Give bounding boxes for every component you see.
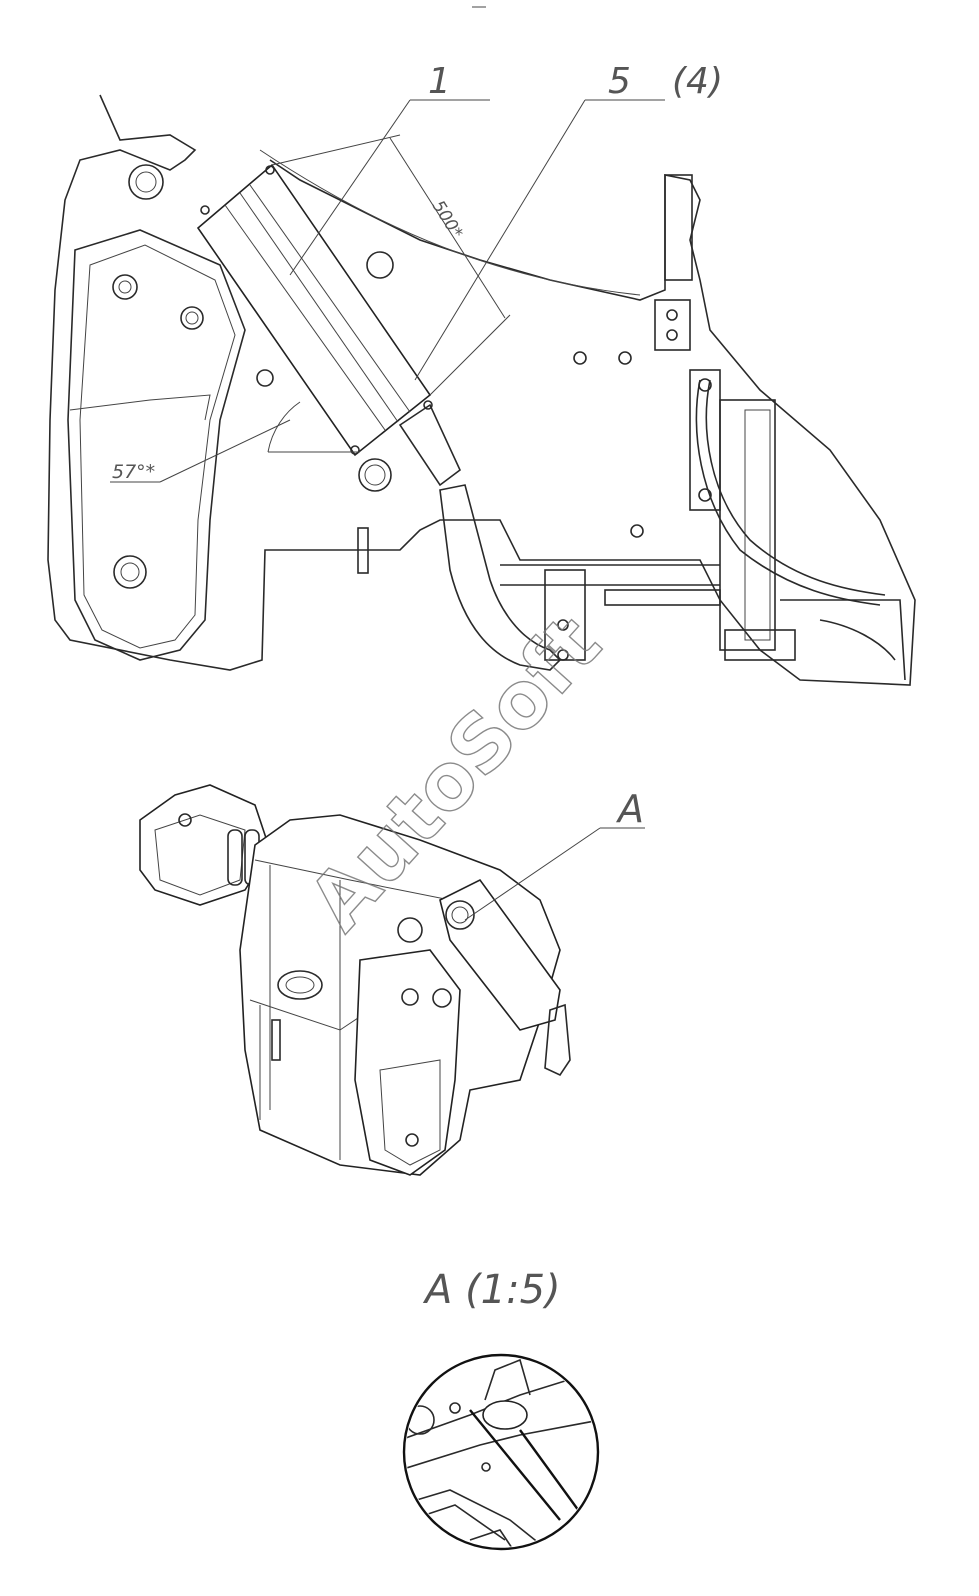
detail-a-title: A (1:5) <box>422 1267 561 1313</box>
callout-leaders <box>110 99 665 483</box>
isometric-view: A <box>139 784 645 1176</box>
frame-outline <box>47 94 916 686</box>
side-elevation-view: 1 5 (4) 500* 57°* <box>47 61 916 686</box>
callout-4-label: (4) <box>672 61 723 102</box>
right-bracket <box>654 174 906 681</box>
detail-circle <box>402 1353 600 1551</box>
callout-1-label: 1 <box>428 61 451 102</box>
inclined-unit <box>196 163 461 487</box>
dimension-length-label: 500* <box>428 197 467 242</box>
detail-a-view: A (1:5) <box>402 1267 600 1551</box>
side-panel <box>67 229 246 661</box>
dimension-angle-label: 57°* <box>112 461 155 483</box>
hose <box>439 484 562 671</box>
callout-5-label: 5 <box>608 61 631 102</box>
view-a-marker: A <box>615 787 644 831</box>
